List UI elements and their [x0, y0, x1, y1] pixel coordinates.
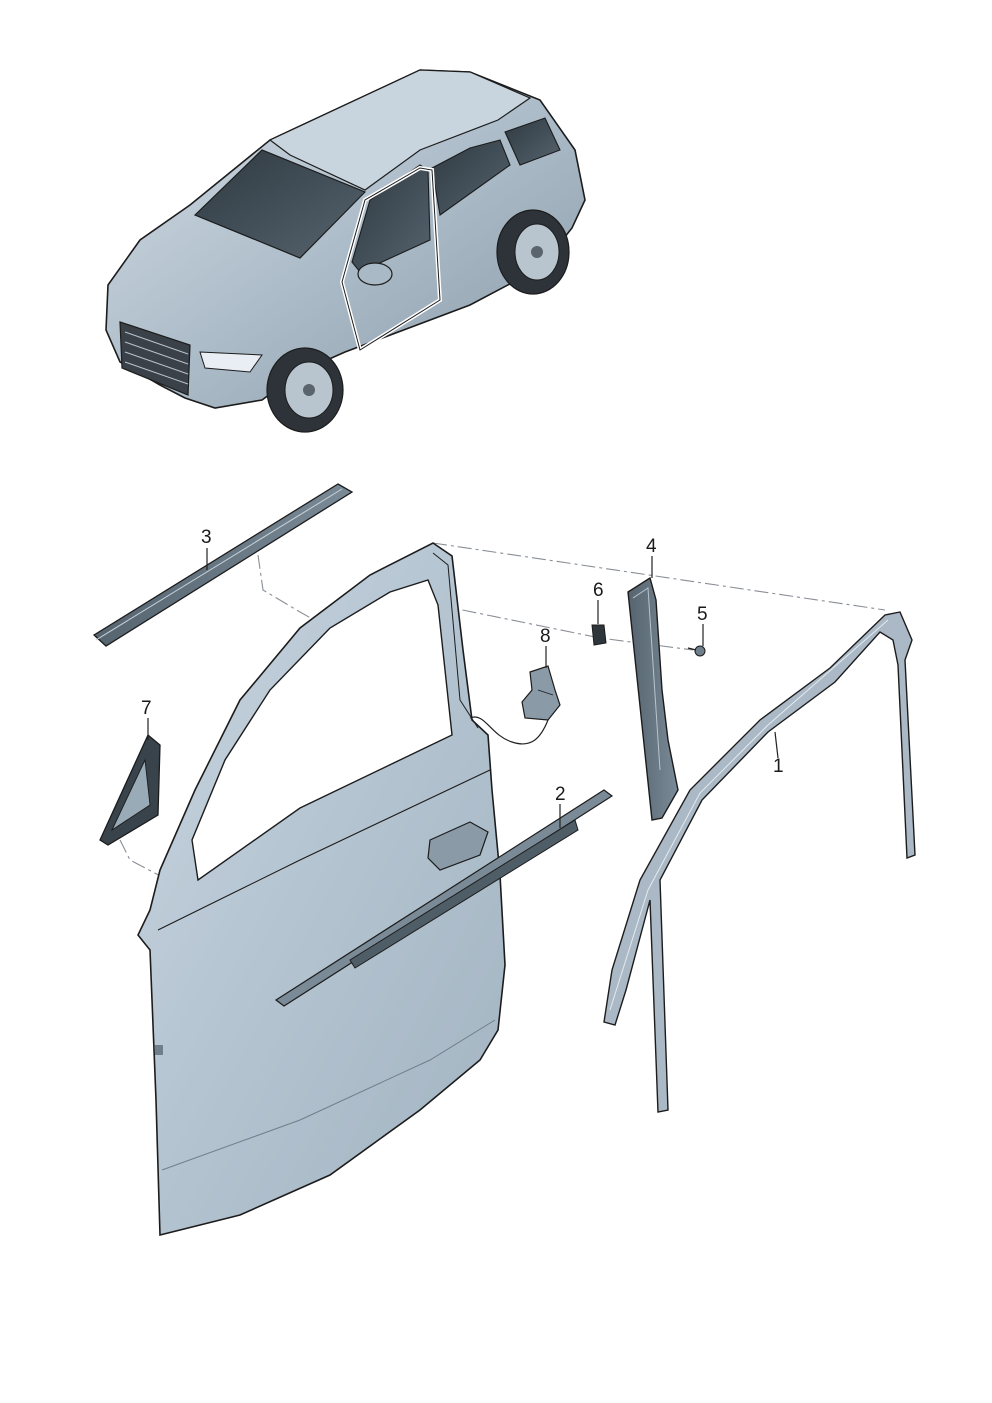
- callout-labels: 1 2 3 4 5 6 7 8: [141, 527, 784, 805]
- callout-7: 7: [141, 698, 152, 719]
- front-door-shell: [137, 542, 506, 1237]
- part-5-screw: [687, 645, 706, 657]
- callout-2: 2: [555, 784, 566, 805]
- part-7-mirror-triangle-cover: [99, 733, 161, 846]
- callout-4: 4: [646, 536, 657, 557]
- callout-leaders: [147, 548, 779, 828]
- callout-3: 3: [201, 527, 212, 548]
- front-wheel: [266, 347, 344, 433]
- door-handle: [427, 821, 489, 871]
- vehicle-overview-illustration: [105, 69, 586, 433]
- part-3-window-seal-strip: [92, 483, 354, 647]
- part-8-bracket: [469, 665, 561, 745]
- windshield: [193, 149, 367, 259]
- callout-5: 5: [697, 604, 708, 625]
- part-4-pillar-cover-trim: [627, 576, 679, 821]
- part-2-door-molding-strip: [274, 789, 614, 1007]
- callout-8: 8: [540, 626, 551, 647]
- callout-6: 6: [593, 580, 604, 601]
- part-6-clip: [591, 624, 607, 646]
- rear-wheel: [496, 209, 570, 295]
- grille: [119, 321, 191, 396]
- part-1-window-frame-trim: [603, 611, 916, 1113]
- callout-1: 1: [773, 756, 784, 777]
